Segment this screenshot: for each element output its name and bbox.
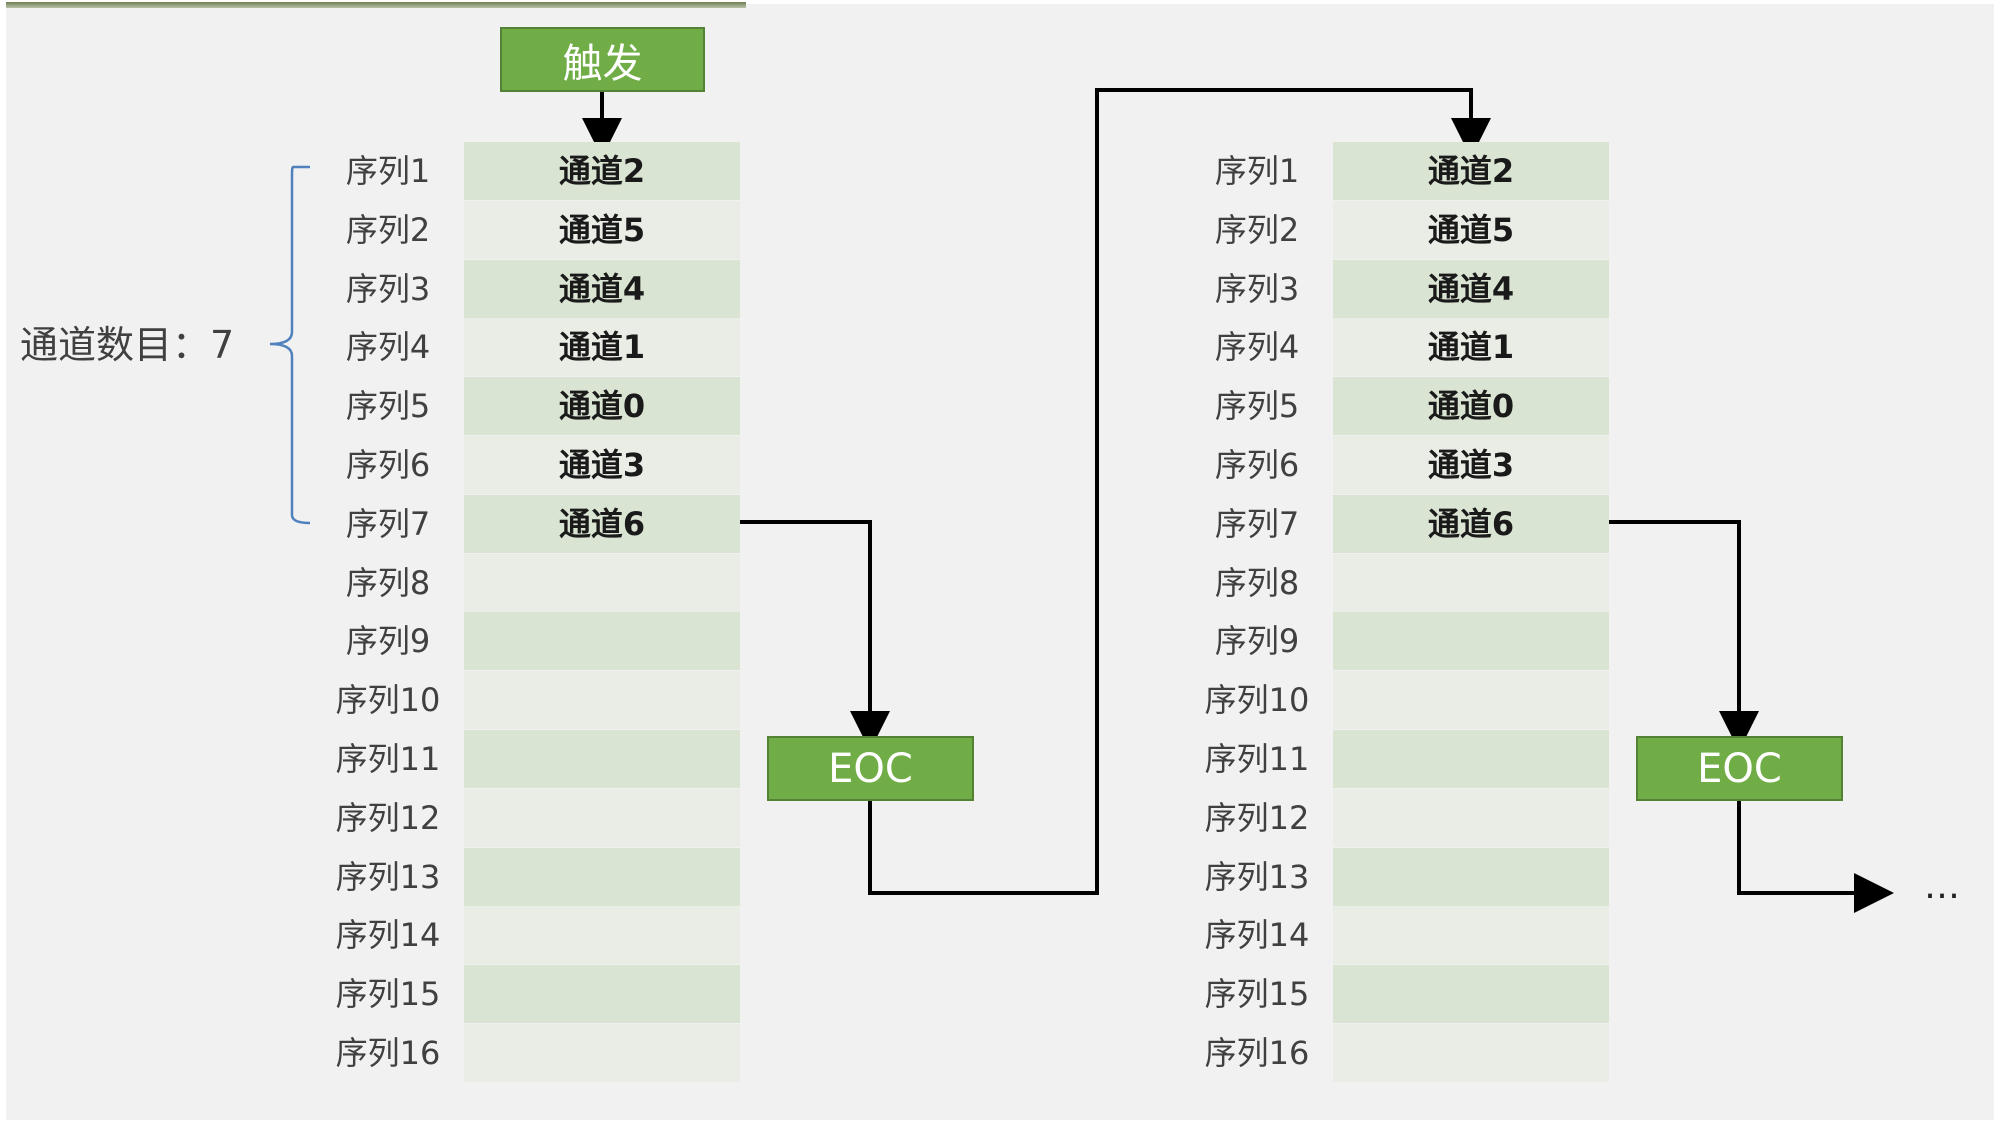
sequence-label: 序列11	[1204, 740, 1310, 778]
sequence-label: 序列15	[1204, 975, 1310, 1014]
eoc-label-2: EOC	[1697, 745, 1782, 792]
sequence-label: 序列1	[1214, 152, 1300, 190]
diagram-canvas	[6, 4, 1994, 1120]
channel-cell: 通道5	[464, 200, 740, 259]
channel-cell: 通道3	[464, 436, 740, 494]
sequence-label: 序列12	[1204, 798, 1310, 837]
sequence-label: 序列3	[1214, 269, 1300, 308]
sequence-label: 序列9	[345, 622, 431, 661]
channel-cell	[1333, 847, 1609, 906]
sequence-label: 序列1	[345, 152, 431, 190]
continuation-ellipsis: …	[1924, 866, 1964, 907]
sequence-label: 序列4	[345, 328, 431, 367]
sequence-label: 序列9	[1214, 622, 1300, 661]
sequence-label: 序列13	[1204, 857, 1310, 896]
channel-count-bracket	[269, 165, 311, 525]
table2-to-eoc-arrow	[1609, 520, 1759, 751]
sequence-label: 序列16	[335, 1034, 441, 1072]
sequence-label: 序列13	[335, 857, 441, 896]
table1-to-eoc-arrow	[740, 520, 890, 751]
eoc2-onward-arrow	[1737, 801, 1894, 913]
channel-cell	[464, 788, 740, 847]
sequence-label: 序列6	[1214, 446, 1300, 484]
channel-cell	[464, 553, 740, 612]
channel-count-label: 通道数目：7	[20, 323, 235, 367]
channel-cell	[1333, 906, 1609, 965]
channel-cell	[464, 671, 740, 730]
sequence-label: 序列12	[335, 798, 441, 837]
sequence-label: 序列5	[345, 387, 431, 426]
sequence-label: 序列16	[1204, 1034, 1310, 1072]
channel-cell	[1333, 612, 1609, 671]
sequence-label: 序列2	[345, 210, 431, 249]
channel-cell	[464, 906, 740, 965]
channel-cell: 通道0	[1333, 377, 1609, 436]
channel-cell: 通道3	[1333, 436, 1609, 494]
channel-cell: 通道1	[1333, 318, 1609, 377]
trigger-label: 触发	[562, 40, 643, 87]
channel-cell: 通道4	[1333, 259, 1609, 318]
sequence-label: 序列15	[335, 975, 441, 1014]
channel-cell	[464, 965, 740, 1024]
eoc-box-2: EOC	[1636, 736, 1843, 801]
top-decor-line	[6, 2, 746, 8]
channel-cell: 通道2	[464, 142, 740, 200]
sequence-label: 序列5	[1214, 387, 1300, 426]
channel-cell: 通道4	[464, 259, 740, 318]
channel-cell	[464, 612, 740, 671]
eoc-box-1: EOC	[767, 736, 974, 801]
channel-cell	[1333, 730, 1609, 788]
channel-cell	[464, 730, 740, 788]
channel-cell	[1333, 671, 1609, 730]
sequence-label: 序列3	[345, 269, 431, 308]
sequence-label: 序列7	[345, 504, 431, 543]
channel-cell: 通道1	[464, 318, 740, 377]
sequence-label: 序列6	[345, 446, 431, 484]
sequence-label: 序列10	[335, 681, 441, 720]
channel-cell: 通道5	[1333, 200, 1609, 259]
sequence-label: 序列8	[345, 563, 431, 602]
trigger-box: 触发	[500, 27, 705, 92]
channel-cell	[464, 1024, 740, 1082]
channel-cell: 通道6	[1333, 494, 1609, 553]
sequence-label: 序列7	[1214, 504, 1300, 543]
sequence-label: 序列4	[1214, 328, 1300, 367]
channel-cell	[1333, 965, 1609, 1024]
sequence-label: 序列11	[335, 740, 441, 778]
eoc-to-table2-arrow	[868, 88, 1491, 895]
channel-cell: 通道2	[1333, 142, 1609, 200]
channel-cell	[1333, 1024, 1609, 1082]
sequence-label: 序列14	[1204, 916, 1310, 955]
channel-cell	[1333, 553, 1609, 612]
eoc-label-1: EOC	[828, 745, 913, 792]
sequence-label: 序列10	[1204, 681, 1310, 720]
sequence-label: 序列2	[1214, 210, 1300, 249]
channel-cell	[464, 847, 740, 906]
channel-cell: 通道6	[464, 494, 740, 553]
channel-cell	[1333, 788, 1609, 847]
sequence-label: 序列8	[1214, 563, 1300, 602]
channel-cell: 通道0	[464, 377, 740, 436]
sequence-label: 序列14	[335, 916, 441, 955]
